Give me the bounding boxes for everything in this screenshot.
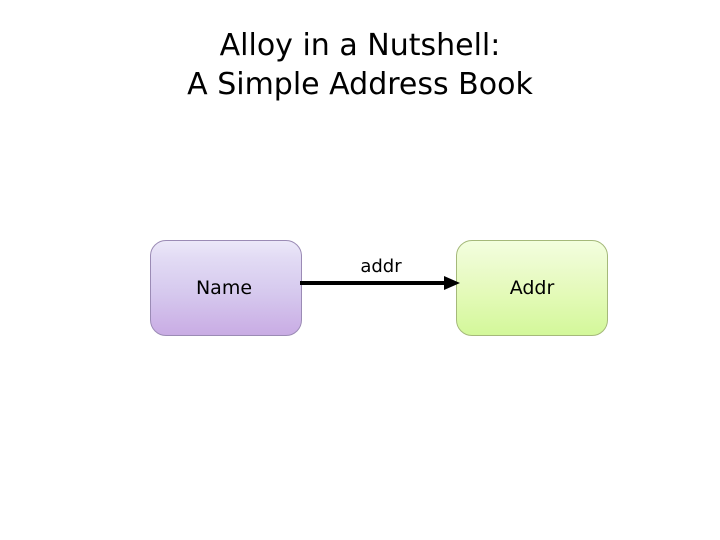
page-title-line-2: A Simple Address Book xyxy=(187,67,533,102)
diagram-edge-addr-label: addr xyxy=(360,256,402,277)
diagram-node-addr-label: Addr xyxy=(509,277,555,299)
arrow-right-icon xyxy=(300,276,460,290)
page-title: Alloy in a Nutshell: A Simple Address Bo… xyxy=(0,26,720,104)
page-title-line-1: Alloy in a Nutshell: xyxy=(219,28,501,63)
diagram-node-addr[interactable]: Addr xyxy=(456,240,608,336)
diagram-edge-addr[interactable] xyxy=(298,250,462,294)
diagram-node-name-label: Name xyxy=(195,277,253,299)
diagram-node-name[interactable]: Name xyxy=(150,240,302,336)
